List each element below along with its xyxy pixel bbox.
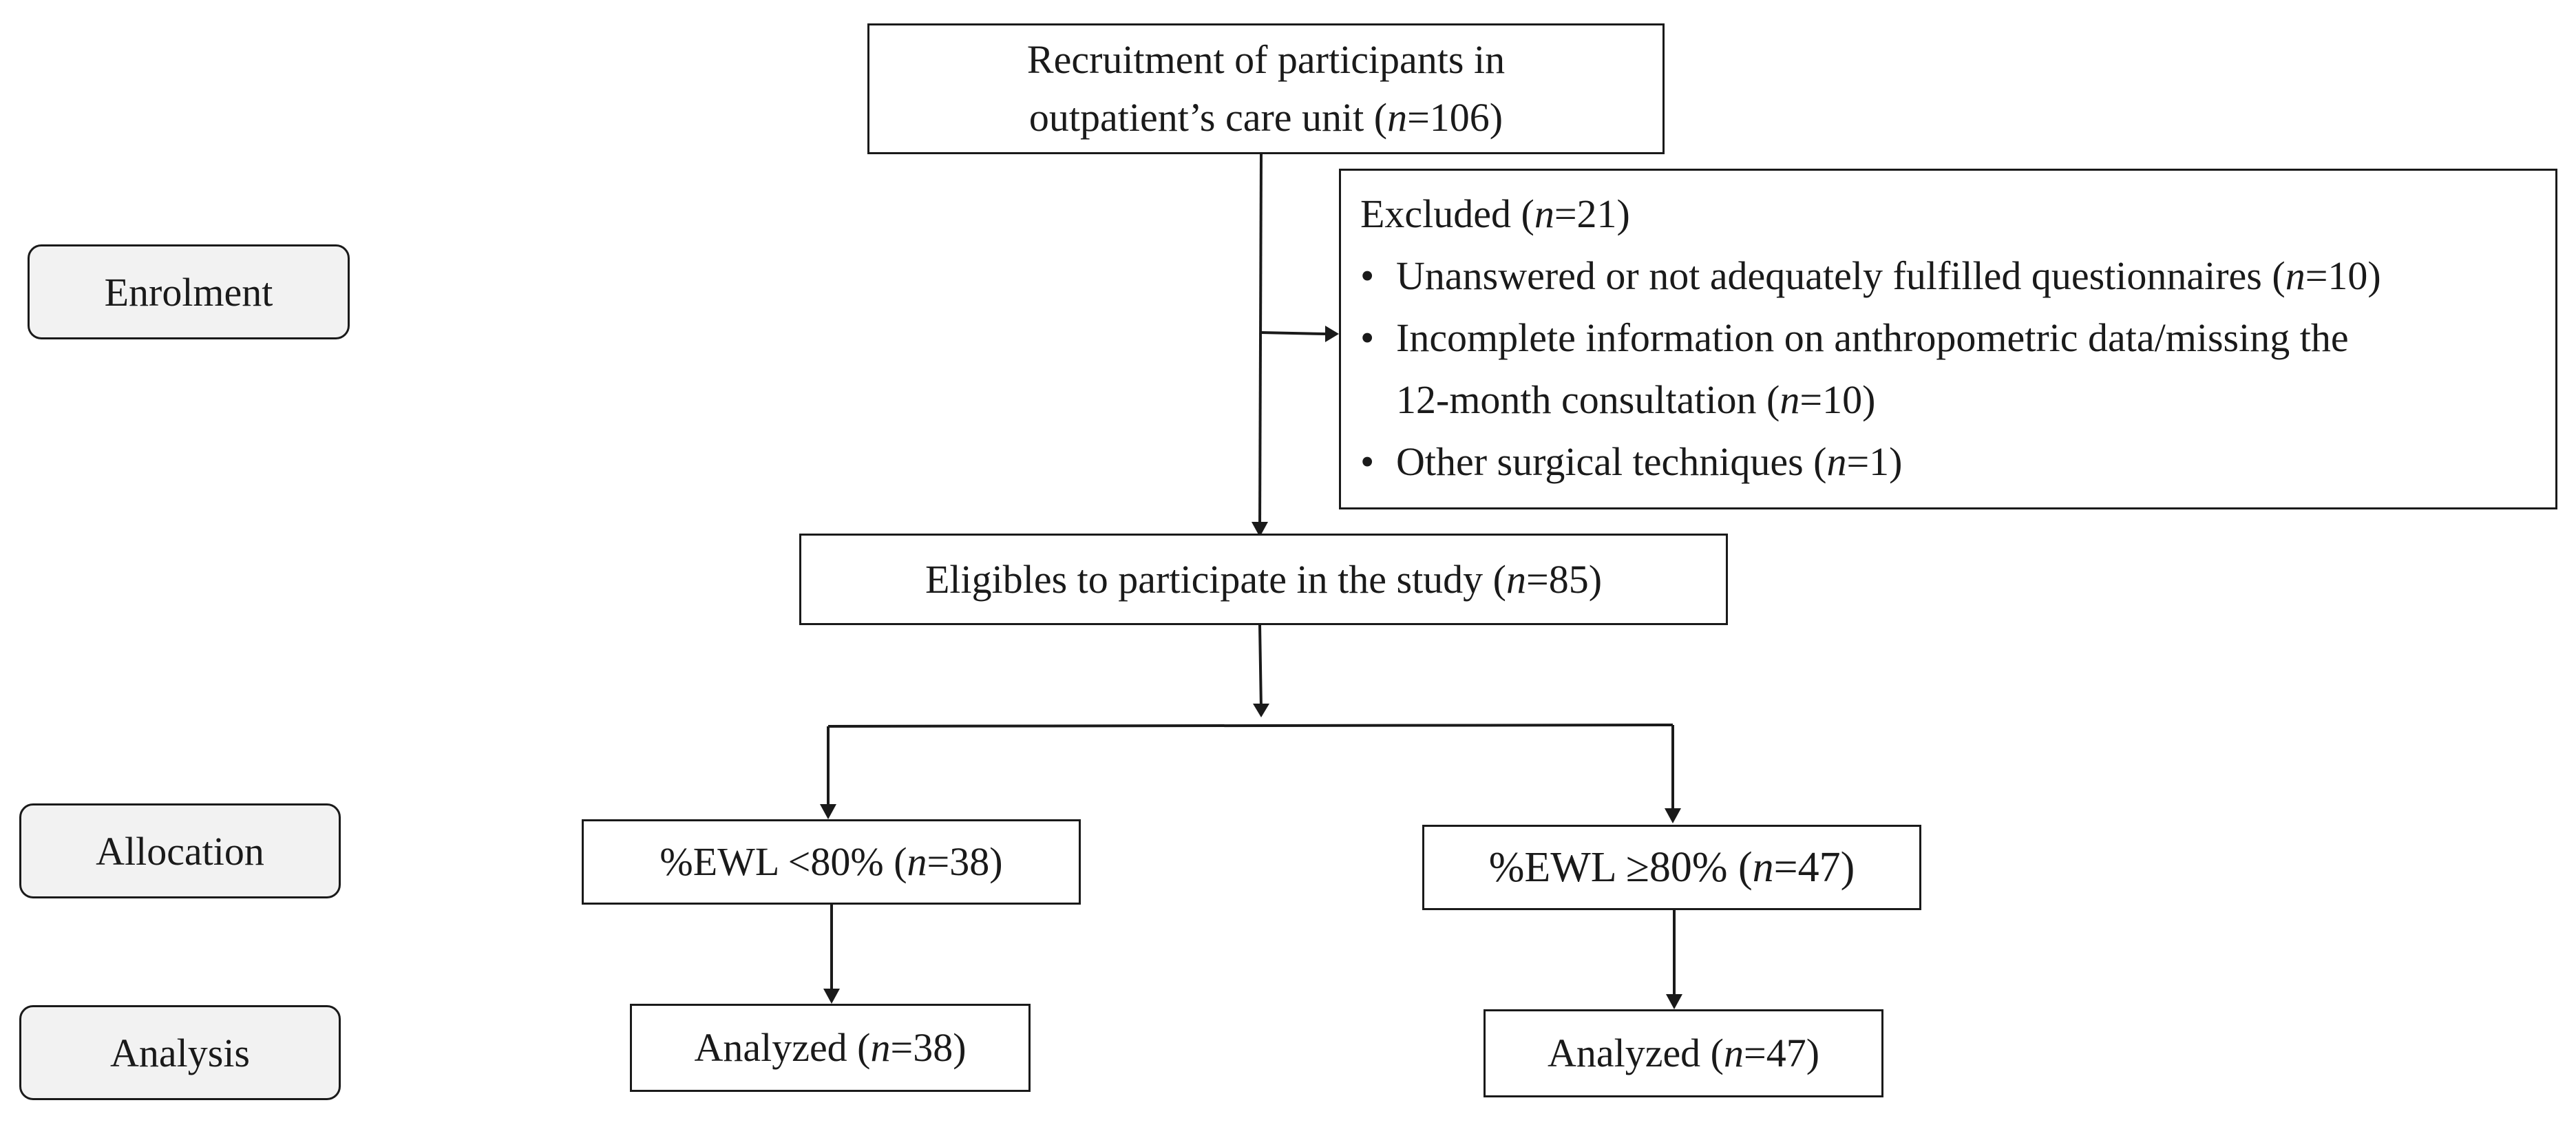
excluded-item-questionnaires: •Unanswered or not adequately fulfilled …: [1360, 245, 2555, 307]
bullet-icon: •: [1360, 315, 1375, 360]
stage-analysis: Analysis: [19, 1005, 341, 1100]
arrowhead-split: [1253, 704, 1269, 717]
arrow-to-excluded: [1260, 331, 1326, 335]
eligible-box: Eligibles to participate in the study (n…: [799, 534, 1728, 625]
analyzed-low-label: Analyzed (n=38): [694, 1025, 967, 1071]
recruitment-line2: outpatient’s care unit (n=106): [1028, 95, 1503, 140]
arrow-recruitment-to-eligible: [1258, 153, 1263, 531]
group-low-ewl-box: %EWL <80% (n=38): [582, 819, 1081, 905]
stage-enrolment: Enrolment: [28, 244, 350, 339]
excluded-item-anthropometric: •Incomplete information on anthropometri…: [1360, 307, 2555, 431]
group-high-ewl-label: %EWL ≥80% (n=47): [1488, 843, 1855, 891]
stage-analysis-label: Analysis: [110, 1030, 250, 1075]
stage-allocation-label: Allocation: [96, 828, 264, 874]
analyzed-high-label: Analyzed (n=47): [1547, 1031, 1820, 1076]
group-high-ewl-box: %EWL ≥80% (n=47): [1422, 825, 1921, 910]
analyzed-low-box: Analyzed (n=38): [630, 1004, 1031, 1092]
arrowhead-excluded: [1325, 326, 1339, 342]
bullet-icon: •: [1360, 253, 1375, 298]
recruitment-line1: Recruitment of participants in: [1026, 36, 1506, 82]
analyzed-high-box: Analyzed (n=47): [1484, 1009, 1883, 1097]
arrowhead-analyzed-low: [823, 989, 840, 1004]
arrowhead-low-group: [820, 804, 836, 819]
recruitment-box: Recruitment of participants in outpatien…: [867, 23, 1665, 154]
excluded-box: Excluded (n=21) •Unanswered or not adequ…: [1339, 169, 2557, 509]
excluded-title: Excluded (n=21): [1360, 191, 1630, 236]
arrowhead-analyzed-high: [1666, 994, 1682, 1009]
split-horizontal-line: [827, 724, 1674, 728]
arrowhead-high-group: [1665, 808, 1681, 823]
arrow-eligible-to-split: [1258, 624, 1263, 710]
arrowhead-eligible: [1252, 522, 1268, 537]
stage-allocation: Allocation: [19, 803, 341, 898]
stage-enrolment-label: Enrolment: [104, 269, 273, 315]
eligible-label: Eligibles to participate in the study (n…: [925, 556, 1603, 602]
group-low-ewl-label: %EWL <80% (n=38): [659, 839, 1003, 885]
bullet-icon: •: [1360, 439, 1375, 484]
excluded-item-surgical: •Other surgical techniques (n=1): [1360, 431, 2555, 493]
